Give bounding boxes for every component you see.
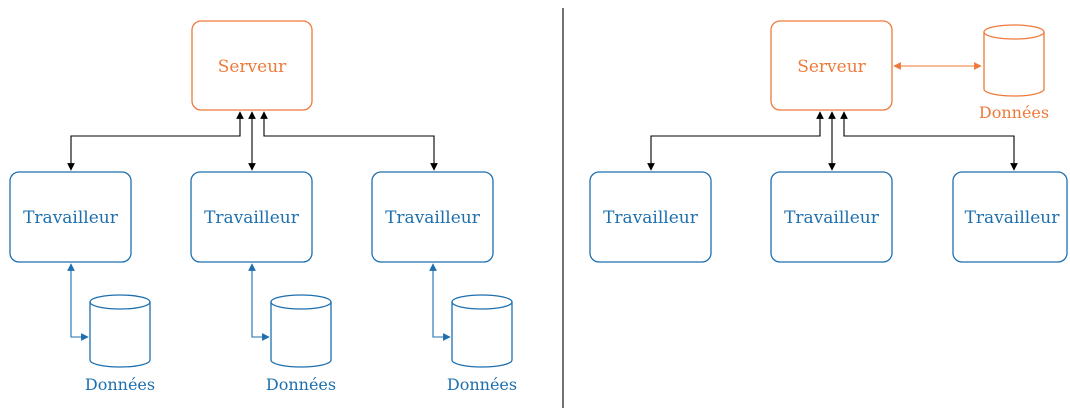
- right-link-worker-3: [840, 111, 1018, 171]
- database-icon: [270, 294, 332, 368]
- left-worker-2-label: Travailleur: [204, 208, 300, 228]
- left-link-worker-1: [67, 111, 244, 171]
- right-worker-2: Travailleur: [770, 171, 893, 263]
- right-server-label: Serveur: [797, 57, 866, 77]
- database-icon: [89, 294, 151, 368]
- left-link-worker-3: [260, 111, 438, 171]
- right-worker-1-label: Travailleur: [603, 208, 699, 228]
- right-worker-2-label: Travailleur: [784, 208, 880, 228]
- left-server-label: Serveur: [218, 57, 287, 77]
- left-data-2-label: Données: [266, 375, 336, 394]
- left-server-node: Serveur: [191, 20, 313, 111]
- left-data-2: Données: [248, 263, 336, 394]
- database-icon: [983, 24, 1045, 97]
- left-data-1: Données: [67, 263, 155, 394]
- right-server-data: Données: [893, 24, 1049, 122]
- right-server-worker-links: [647, 111, 1018, 171]
- left-panel: Serveur Travailleur Travailleur Travaill…: [9, 20, 517, 394]
- right-panel: Serveur Données Travailleur Travailleur: [589, 20, 1068, 263]
- right-worker-1: Travailleur: [589, 171, 712, 263]
- right-worker-3-label: Travailleur: [965, 208, 1061, 228]
- left-data-link-1: [67, 263, 89, 341]
- left-data-link-3: [429, 263, 451, 341]
- left-data-3: Données: [429, 263, 517, 394]
- left-data-3-label: Données: [447, 375, 517, 394]
- database-icon: [451, 294, 513, 368]
- right-server-data-label: Données: [979, 103, 1049, 122]
- left-server-worker-links: [67, 111, 438, 171]
- left-worker-1: Travailleur: [9, 171, 132, 263]
- left-worker-3-label: Travailleur: [385, 208, 481, 228]
- right-server-node: Serveur: [770, 20, 893, 111]
- left-data-1-label: Données: [85, 375, 155, 394]
- left-worker-1-label: Travailleur: [23, 208, 119, 228]
- right-link-worker-1: [647, 111, 824, 171]
- left-worker-2: Travailleur: [190, 171, 313, 263]
- right-worker-3: Travailleur: [952, 171, 1068, 263]
- left-data-link-2: [248, 263, 270, 341]
- left-worker-3: Travailleur: [371, 171, 494, 263]
